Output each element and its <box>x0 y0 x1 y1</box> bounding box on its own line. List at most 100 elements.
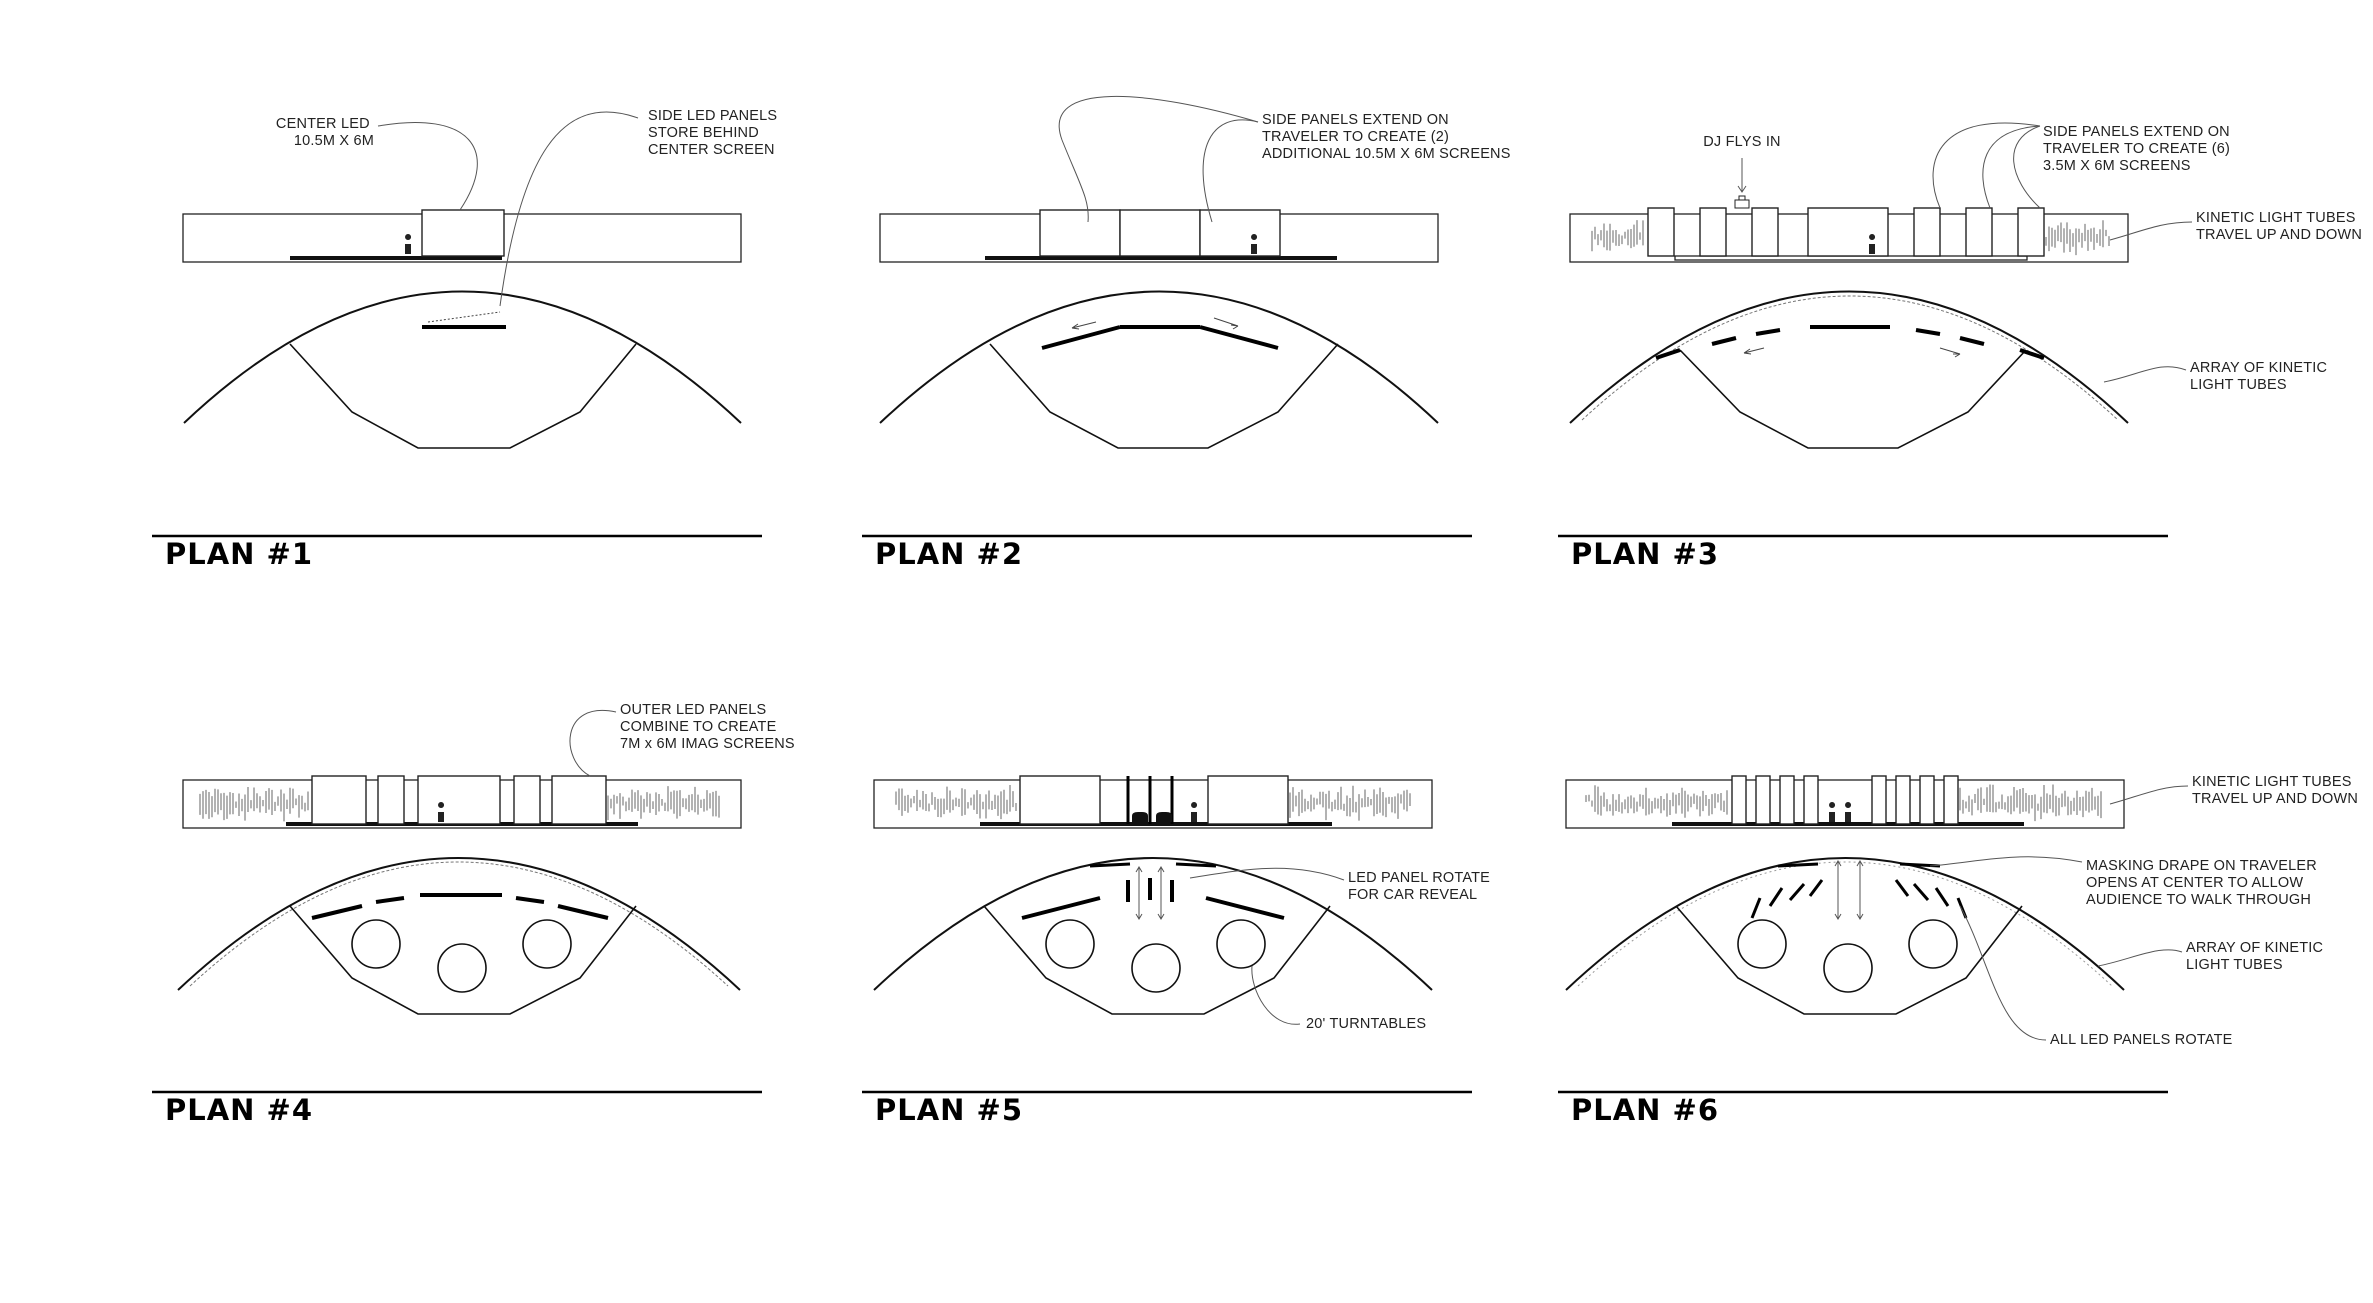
kinetic-tubes-left <box>1591 220 1644 252</box>
leader-panels-right <box>1202 119 1259 223</box>
plan-title: PLAN #4 <box>165 1093 313 1127</box>
drape-right <box>1175 862 1217 868</box>
floor-outline <box>983 905 1331 1015</box>
leader-panels-2 <box>1982 125 2041 209</box>
screen-plan <box>1755 328 1781 336</box>
plan-title: PLAN #5 <box>875 1093 1023 1127</box>
plan-2: SIDE PANELS EXTEND ON TRAVELER TO CREATE… <box>862 95 1511 571</box>
note-side-panels-extend: SIDE PANELS EXTEND ON TRAVELER TO CREATE… <box>1262 112 1511 162</box>
center-led-screen <box>417 775 501 825</box>
leader-panels-left <box>1058 95 1259 223</box>
note-kinetic-light-tubes: KINETIC LIGHT TUBES TRAVEL UP AND DOWN <box>2192 774 2358 807</box>
rotated-panel-plan <box>1808 879 1824 897</box>
screen-plan <box>515 896 545 904</box>
turntable <box>437 943 487 993</box>
audience-arc <box>879 290 1439 424</box>
audience-arc <box>177 857 741 991</box>
rotated-panel <box>1731 775 1747 825</box>
light-tube-array-arc <box>1577 861 2113 987</box>
plan-1: CENTER LED 10.5M X 6M SIDE LED PANELS ST… <box>152 108 777 571</box>
turntable <box>1908 919 1958 969</box>
plan-4: OUTER LED PANELS COMBINE TO CREATE 7M x … <box>152 702 795 1127</box>
kinetic-tubes-left <box>1585 785 1728 818</box>
plan-6: KINETIC LIGHT TUBES TRAVEL UP AND DOWN M… <box>1558 774 2358 1127</box>
car-icon <box>1132 812 1148 822</box>
stage-deck-line <box>290 256 502 260</box>
plan-title: PLAN #6 <box>1571 1093 1719 1127</box>
performer-figure <box>405 234 412 254</box>
note-outer-led-panels: OUTER LED PANELS COMBINE TO CREATE 7M x … <box>620 702 795 752</box>
screen-right-plan <box>1199 325 1279 350</box>
plan-title: PLAN #3 <box>1571 537 1719 571</box>
floor-outline <box>1679 349 2027 449</box>
leader-kinetic-tubes <box>2109 221 2193 241</box>
kinetic-tubes-right <box>2045 220 2110 256</box>
rotated-panel <box>1919 775 1935 825</box>
note-turntables: 20' TURNTABLES <box>1306 1016 1426 1032</box>
floor-outline <box>1675 905 2023 1015</box>
drape-left <box>1777 862 1819 868</box>
center-led-screen <box>1119 209 1201 257</box>
rotated-panel <box>1803 775 1819 825</box>
note-side-panels-extend: SIDE PANELS EXTEND ON TRAVELER TO CREATE… <box>2043 124 2234 174</box>
floor-outline <box>989 343 1339 449</box>
rotated-panel-plan <box>1768 887 1784 907</box>
performer-figure <box>1829 802 1852 822</box>
note-array-of-tubes: ARRAY OF KINETIC LIGHT TUBES <box>2190 360 2331 393</box>
screen-plan <box>1655 348 1681 360</box>
screen-plan <box>1711 336 1737 346</box>
leader-tube-array <box>2103 366 2187 383</box>
rotated-panel <box>1943 775 1959 825</box>
leader-panels-3 <box>2013 125 2041 209</box>
screen-panel <box>513 775 541 825</box>
imag-screen-left <box>311 775 367 825</box>
stage-deck-line <box>980 822 1332 826</box>
note-led-panel-rotate: LED PANEL ROTATE FOR CAR REVEAL <box>1348 870 1494 903</box>
note-kinetic-light-tubes: KINETIC LIGHT TUBES TRAVEL UP AND DOWN <box>2196 210 2362 243</box>
note-center-led: CENTER LED 10.5M X 6M <box>276 116 374 149</box>
turntable <box>1823 943 1873 993</box>
leader-kinetic-tubes <box>2109 785 2189 805</box>
kinetic-tubes-left <box>895 785 1017 820</box>
stage-elevation <box>873 779 1433 829</box>
plan-5: LED PANEL ROTATE FOR CAR REVEAL 20' TURN… <box>862 775 1494 1127</box>
audience-arc <box>1565 857 2125 991</box>
note-array-of-tubes: ARRAY OF KINETIC LIGHT TUBES <box>2186 940 2327 973</box>
car-icon <box>1156 812 1172 822</box>
rotated-panel-plan <box>1912 883 1930 901</box>
performer-figure <box>1191 802 1198 822</box>
leader-center-led <box>377 122 478 211</box>
stored-panel-dotted <box>427 311 501 323</box>
rotated-panel-plan <box>1750 897 1762 919</box>
screen-panel <box>1965 207 1993 257</box>
light-tube-array-arc <box>1581 295 2119 421</box>
drape-left <box>1089 862 1131 868</box>
kinetic-tubes-right <box>1289 785 1411 821</box>
travel-arrow-left <box>1743 347 1765 355</box>
note-dj-flys-in: DJ FLYS IN <box>1703 134 1780 150</box>
screen-panel <box>1913 207 1941 257</box>
floor-outline <box>289 905 637 1015</box>
imag-screen-right <box>551 775 607 825</box>
kinetic-tubes-right <box>607 786 720 821</box>
screen-plan <box>1021 896 1101 920</box>
screen-panel <box>1647 207 1675 257</box>
leader-led-rotate <box>1189 867 1345 881</box>
travel-arrow-left <box>1071 321 1097 330</box>
turntable <box>1216 919 1266 969</box>
leader-side-panels <box>499 111 639 307</box>
turntable <box>351 919 401 969</box>
rotated-panel <box>1871 775 1887 825</box>
travel-arrow-right <box>1213 317 1239 330</box>
side-screen-right <box>1199 209 1281 257</box>
rotated-panel-plan <box>1788 883 1806 901</box>
rotated-panel-plan <box>1934 887 1950 907</box>
stage-elevation <box>1565 779 2125 829</box>
imag-screen-left <box>1019 775 1101 825</box>
walkthrough-arrows <box>1834 860 1864 920</box>
screen-panel <box>1751 207 1779 257</box>
note-all-panels-rotate: ALL LED PANELS ROTATE <box>2050 1032 2233 1048</box>
stage-deck-line <box>1672 822 2024 826</box>
side-screen-left <box>1039 209 1121 257</box>
center-led-screen <box>421 209 505 257</box>
